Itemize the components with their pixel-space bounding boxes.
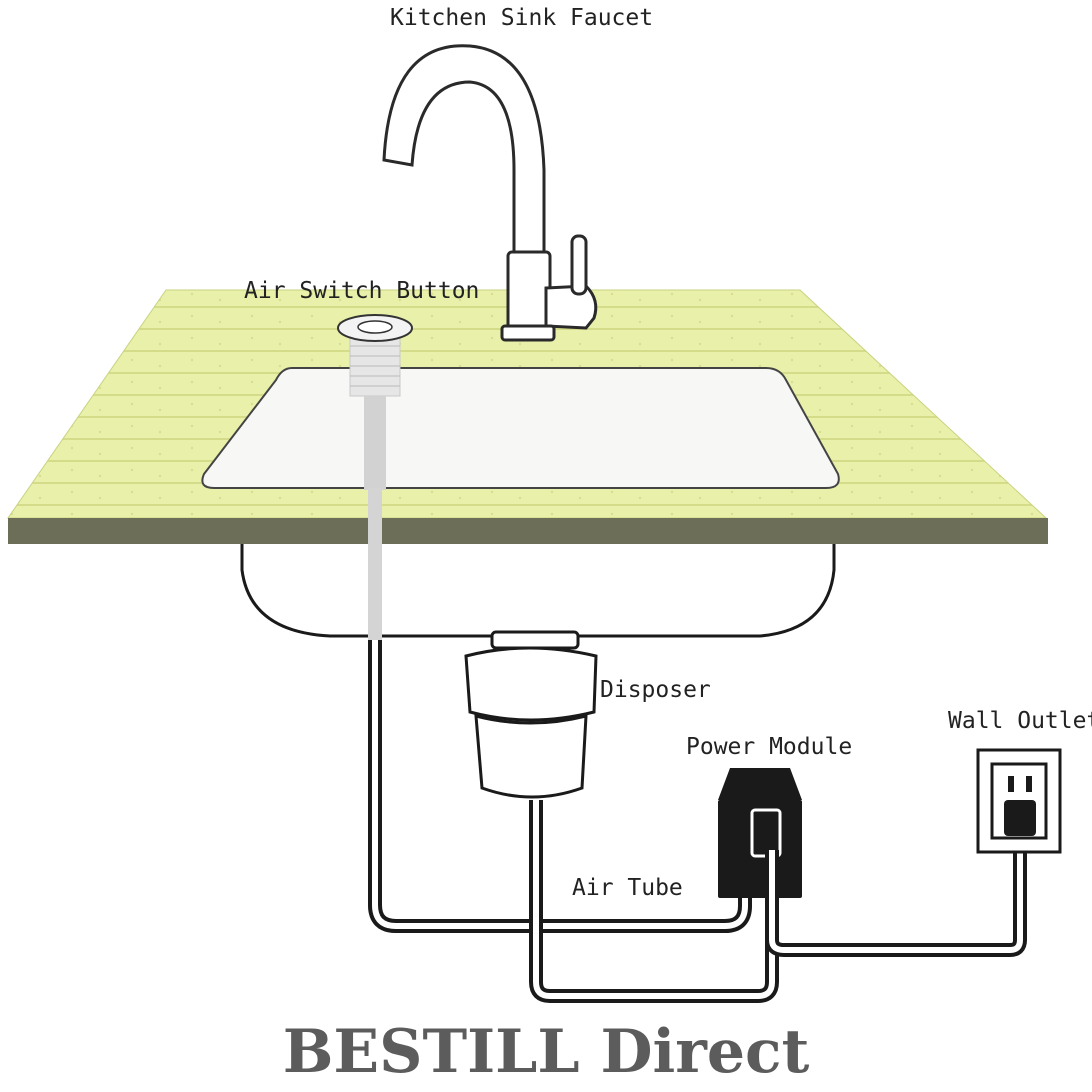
label-air-tube: Air Tube [572, 875, 683, 901]
air-switch-icon [337, 314, 413, 490]
sink-opening [201, 367, 840, 489]
label-wall-outlet: Wall Outlet [948, 708, 1092, 734]
countertop-edge [8, 518, 1048, 544]
disposer-icon [464, 630, 598, 799]
brand-logo-text: BESTILL Direct [282, 1017, 810, 1087]
faucet-icon [382, 44, 598, 342]
label-power-module: Power Module [686, 734, 853, 760]
label-air-switch-button: Air Switch Button [244, 278, 480, 304]
wall-outlet-icon [976, 748, 1062, 854]
label-kitchen-sink-faucet: Kitchen Sink Faucet [390, 5, 654, 31]
label-disposer: Disposer [600, 677, 711, 703]
sink-bowl [240, 538, 836, 638]
power-module-icon [718, 768, 802, 898]
